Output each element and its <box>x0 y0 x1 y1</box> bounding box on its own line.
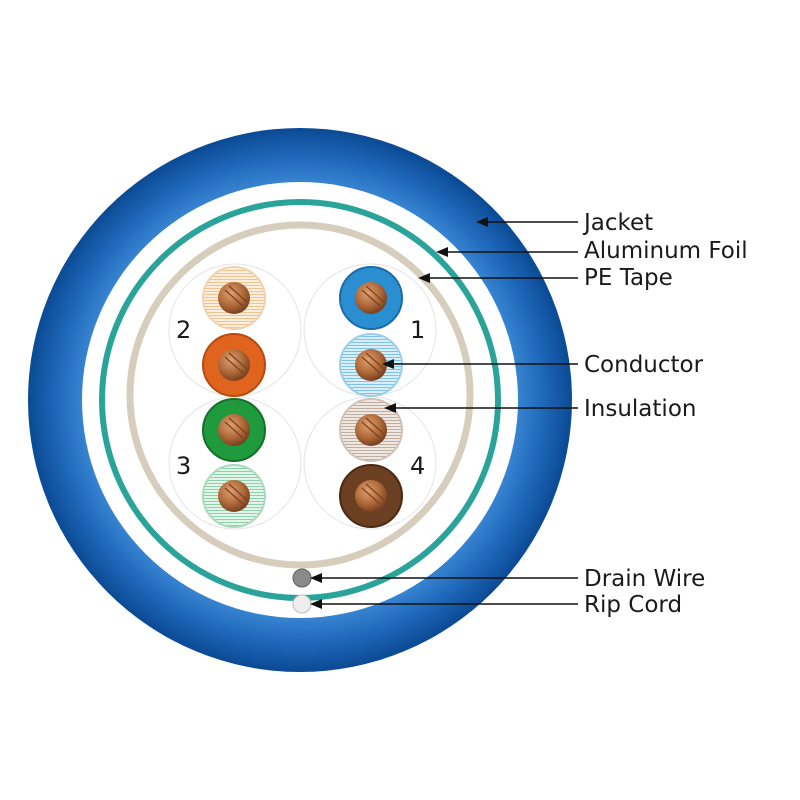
pair-2-orange-white-wire <box>202 266 266 330</box>
insulation-arrowhead <box>384 403 396 413</box>
conductor-arrowhead <box>382 359 394 369</box>
pair-1-blue-wire <box>339 266 403 330</box>
pair-3-green-white-wire <box>202 464 266 528</box>
pe-tape-arrowhead <box>418 273 430 283</box>
pe-tape-ring <box>126 221 474 569</box>
jacket-arrowhead <box>476 217 488 227</box>
aluminum-foil-arrowhead <box>436 247 448 257</box>
jacket-inner-gap <box>82 182 518 618</box>
rip-cord <box>292 594 312 614</box>
label-rip-cord: Rip Cord <box>584 592 682 618</box>
label-jacket: Jacket <box>582 210 653 236</box>
pair-label-3: 3 <box>176 452 191 480</box>
pair-4-brown-wire <box>339 464 403 528</box>
label-insulation: Insulation <box>584 396 696 422</box>
pair-3-green-wire <box>202 398 266 462</box>
pair-2-orange-wire <box>202 333 266 397</box>
label-conductor: Conductor <box>584 352 704 378</box>
pair-label-2: 2 <box>176 316 191 344</box>
pair-label-1: 1 <box>410 316 425 344</box>
label-pe-tape: PE Tape <box>584 265 673 291</box>
pair-3-outline <box>168 396 302 530</box>
drain-wire <box>292 568 312 588</box>
drain-wire-arrowhead <box>310 573 322 583</box>
pair-4-outline <box>303 396 437 530</box>
pair-label-4: 4 <box>410 452 425 480</box>
pair-4-brown-white-wire <box>339 398 403 462</box>
rip-cord-arrowhead <box>310 599 322 609</box>
label-aluminum-foil: Aluminum Foil <box>584 238 748 264</box>
label-drain-wire: Drain Wire <box>584 566 705 592</box>
pair-1-blue-white-wire <box>339 333 403 397</box>
